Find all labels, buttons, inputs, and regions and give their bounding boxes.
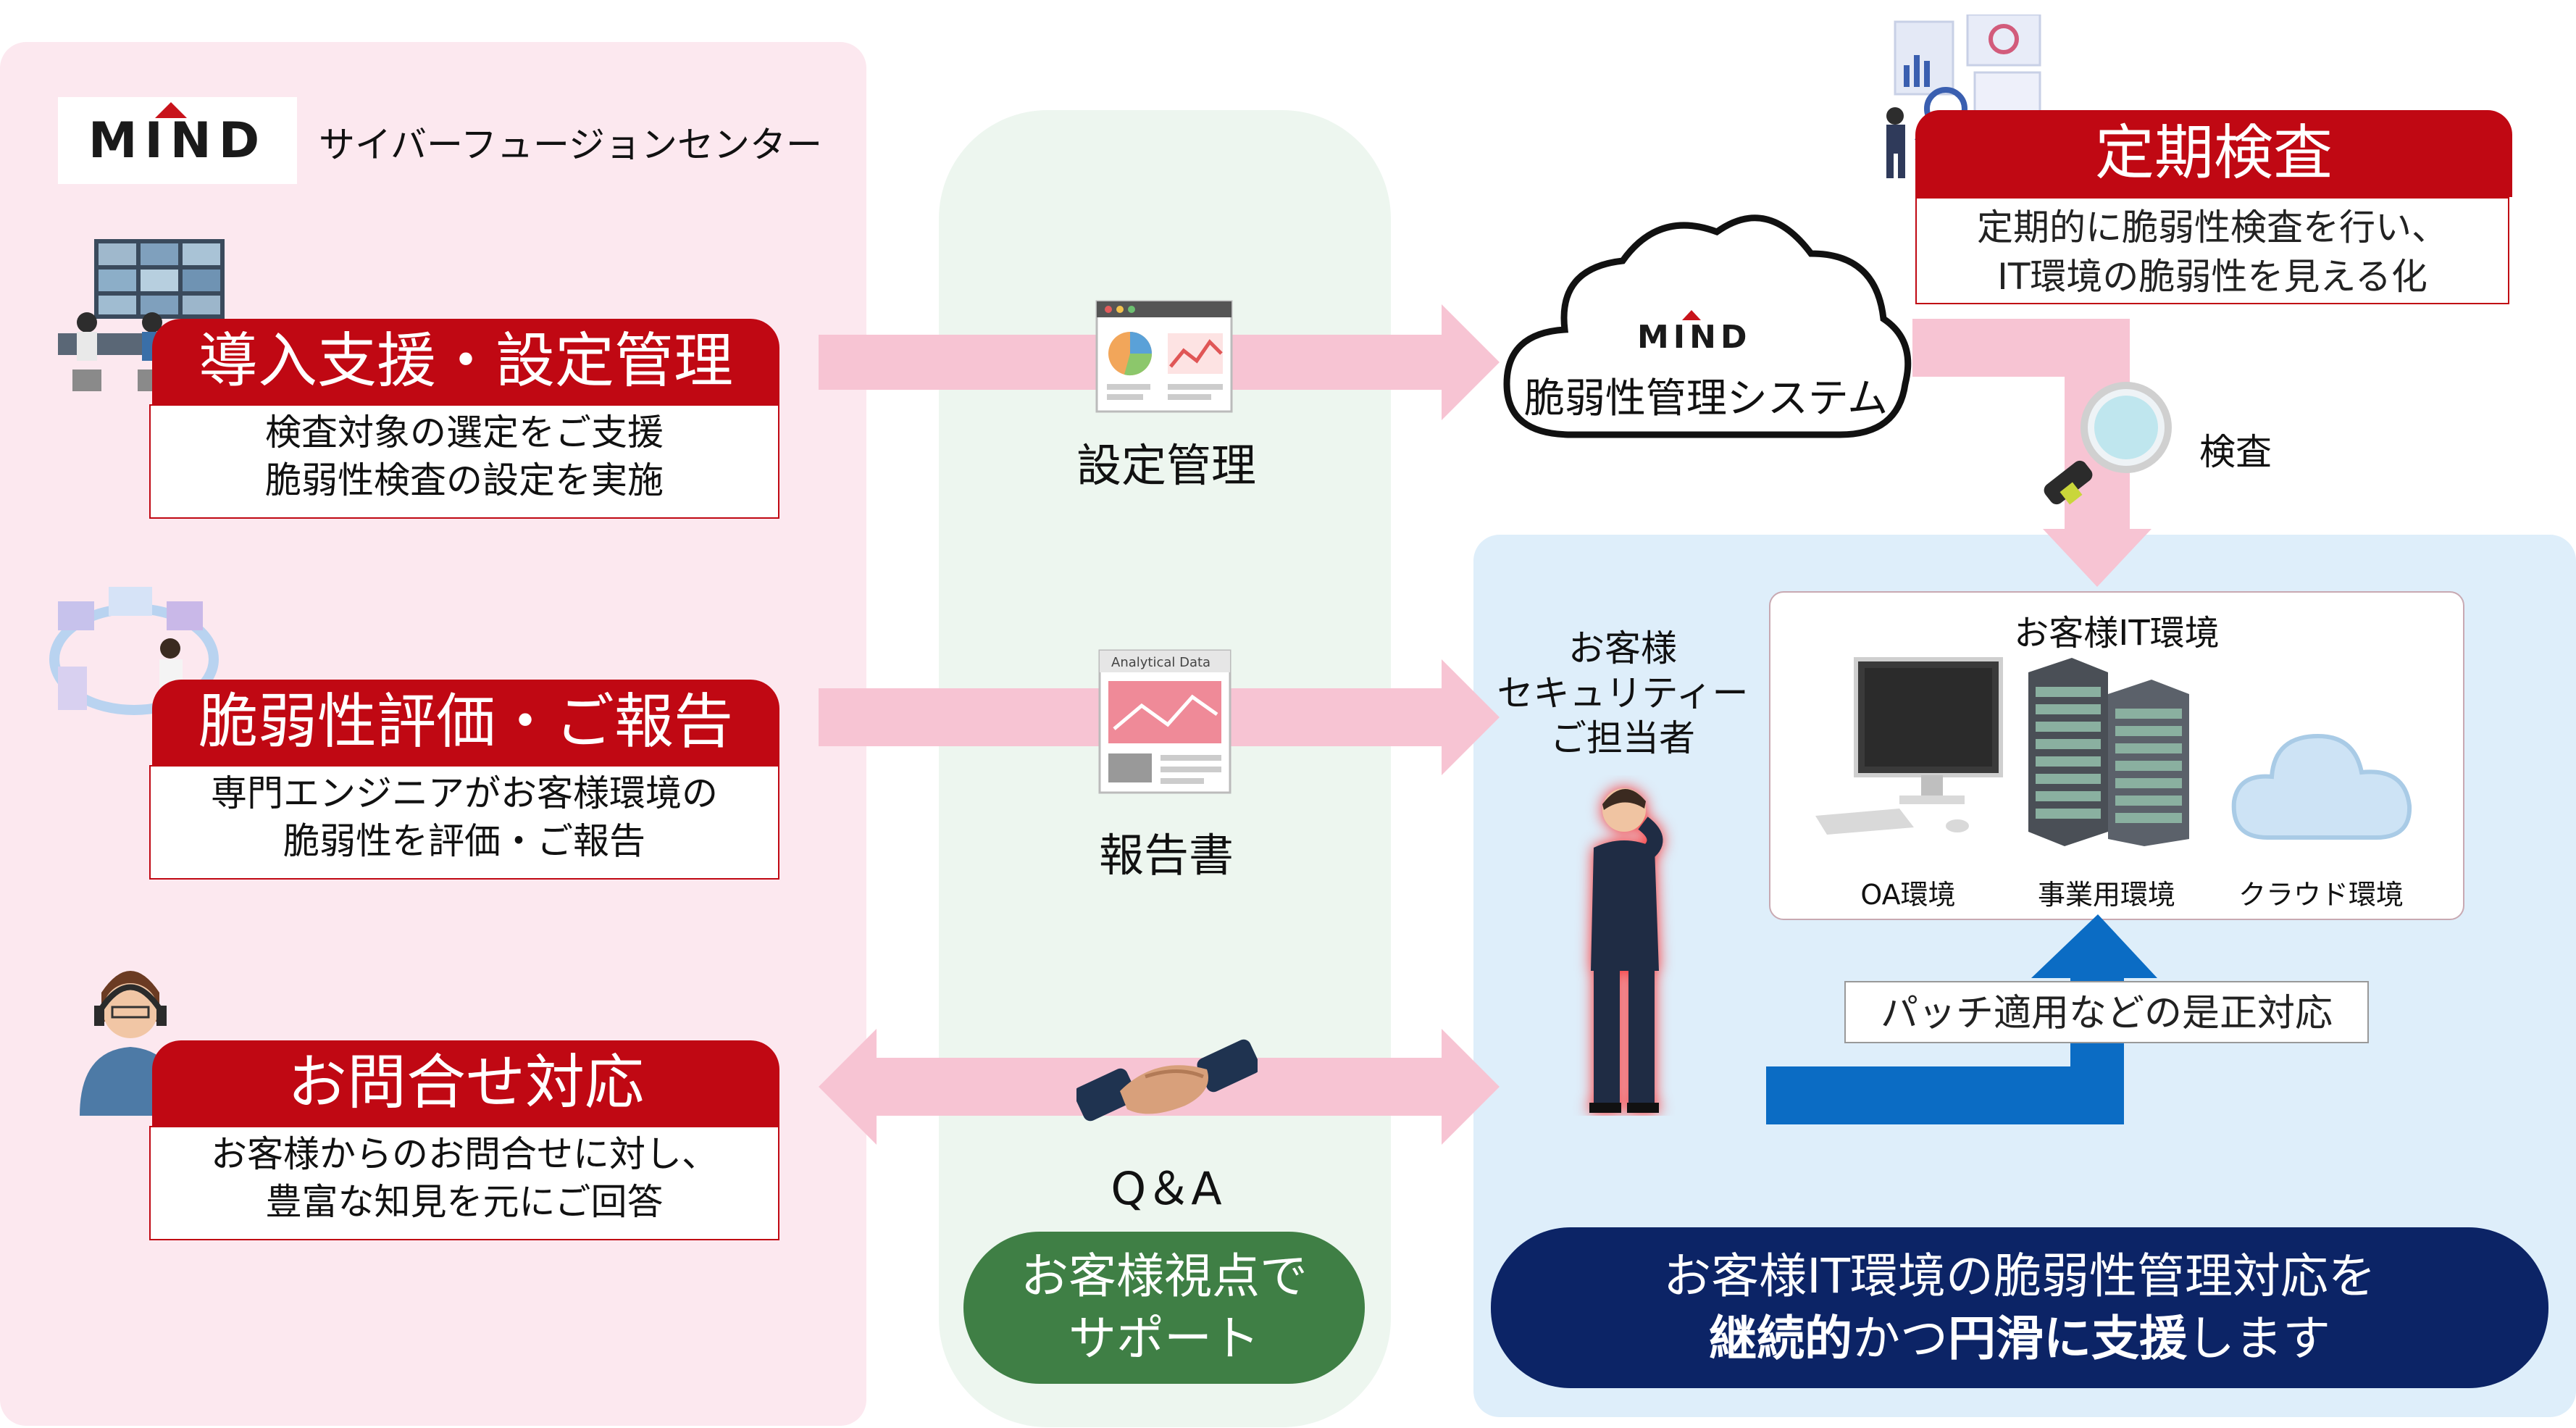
periodic-inspection-title: 定期検査 [1915,110,2512,197]
handshake-icon [1076,1039,1258,1122]
security-officer-icon [1589,788,1663,1113]
report-icon: Analytical Data [1098,649,1231,794]
periodic-inspection-desc: 定期的に脆弱性検査を行い、IT環境の脆弱性を見える化 [1915,197,2509,304]
analytics-person-icon [1886,14,2041,178]
env-title: お客様IT環境 [2014,613,2220,654]
patch-remediation-label: パッチ適用などの是正対応 [1844,981,2369,1043]
inspection-arrow [1912,319,2151,587]
mind-logo: MIND [58,97,297,184]
service-desc-inquiry: お客様からのお問合せに対し、豊富な知見を元にご回答 [149,1126,779,1240]
service-title-assessment: 脆弱性評価・ご報告 [152,680,779,765]
cloud-mind-logo: MIND [1637,319,1752,356]
operations-room-icon [58,239,225,391]
cloud-shape [1503,214,1912,438]
label-qa: Q＆A [1111,1162,1222,1215]
continuous-support-pill: お客様IT環境の脆弱性管理対応を 継続的かつ円滑に支援します [1491,1227,2548,1388]
support-pill: お客様視点でサポート [963,1232,1365,1384]
security-contact-label: お客様セキュリティーご担当者 [1497,627,1749,759]
label-settings: 設定管理 [1076,439,1256,492]
service-title-inquiry: お問合せ対応 [152,1040,779,1126]
report-caption: Analytical Data [1111,655,1210,670]
dashboard-icon [1095,300,1233,413]
env-label-oa: OA環境 [1860,879,1956,911]
remediation-arrow [1766,914,2157,1124]
label-report: 報告書 [1098,829,1234,882]
service-desc-setup: 検査対象の選定をご支援脆弱性検査の設定を実施 [149,404,779,519]
center-name: サイバーフュージョンセンター [319,124,822,166]
service-title-setup: 導入支援・設定管理 [152,319,779,404]
pc-icon [1815,657,2003,835]
cloud-system-title: 脆弱性管理システム [1523,375,1889,422]
inspection-label: 検査 [2199,431,2272,473]
cloud-env-icon [2231,733,2412,840]
server-icon [2028,658,2189,846]
cloud-logo-mark [1682,310,1701,320]
env-label-business: 事業用環境 [2037,879,2175,911]
env-label-cloud: クラウド環境 [2238,879,2404,911]
magnifier-icon [2044,382,2172,505]
service-desc-assessment: 専門エンジニアがお客様環境の脆弱性を評価・ご報告 [149,765,779,880]
